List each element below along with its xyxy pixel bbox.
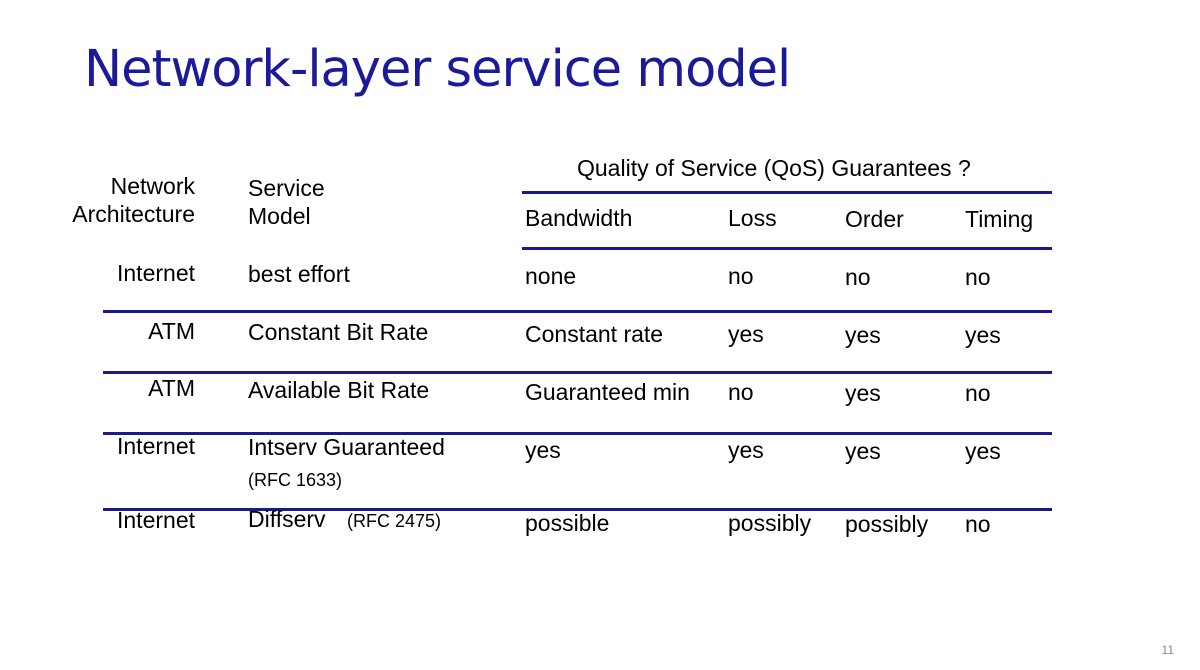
row2-architecture: ATM: [148, 318, 195, 344]
row3-timing: no: [965, 380, 991, 406]
row5-service-note: (RFC 2475): [347, 511, 442, 531]
row2-loss: yes: [728, 321, 764, 347]
row-rule-3: [103, 432, 1052, 435]
row4-loss: yes: [728, 437, 764, 463]
row1-loss: no: [728, 263, 754, 289]
row4-service-note: (RFC 1633): [248, 470, 343, 490]
row1-bandwidth: none: [525, 263, 577, 289]
slide-number: 11: [1161, 643, 1174, 657]
row3-order: yes: [845, 380, 881, 406]
row5-bandwidth: possible: [525, 510, 610, 536]
row5-architecture: Internet: [117, 507, 195, 533]
header-architecture-line1: Network: [110, 173, 195, 199]
row1-timing: no: [965, 264, 991, 290]
row3-loss: no: [728, 379, 754, 405]
row2-service-model: Constant Bit Rate: [248, 319, 429, 345]
header-service-model-line1: Service: [248, 175, 325, 201]
row5-loss: possibly: [728, 510, 812, 536]
row2-timing: yes: [965, 322, 1001, 348]
row5-service-model: Diffserv: [248, 506, 326, 532]
header-loss: Loss: [728, 205, 777, 231]
row3-service-model: Available Bit Rate: [248, 377, 430, 403]
header-architecture-line2: Architecture: [72, 201, 195, 227]
row2-order: yes: [845, 322, 881, 348]
header-top-rule: [522, 191, 1052, 194]
row5-timing: no: [965, 511, 991, 537]
row2-bandwidth: Constant rate: [525, 321, 664, 347]
row4-bandwidth: yes: [525, 437, 561, 463]
header-service-model-line2: Model: [248, 203, 311, 229]
qos-group-header: Quality of Service (QoS) Guarantees ?: [577, 155, 971, 181]
row3-bandwidth: Guaranteed min: [525, 379, 690, 405]
row4-service-model: Intserv Guaranteed: [248, 434, 445, 460]
row1-order: no: [845, 264, 871, 290]
header-timing: Timing: [965, 206, 1034, 232]
header-bandwidth: Bandwidth: [525, 205, 633, 231]
row1-architecture: Internet: [117, 260, 195, 286]
row-rule-1: [103, 310, 1052, 313]
row3-architecture: ATM: [148, 375, 195, 401]
row4-timing: yes: [965, 438, 1001, 464]
row4-architecture: Internet: [117, 433, 195, 459]
row1-service-model: best effort: [248, 261, 350, 287]
header-bottom-rule: [522, 247, 1052, 250]
row5-order: possibly: [845, 511, 929, 537]
row-rule-2: [103, 371, 1052, 374]
slide-title: Network-layer service model: [84, 40, 791, 99]
row-rule-4: [103, 508, 1052, 511]
header-order: Order: [845, 206, 904, 232]
row4-order: yes: [845, 438, 881, 464]
